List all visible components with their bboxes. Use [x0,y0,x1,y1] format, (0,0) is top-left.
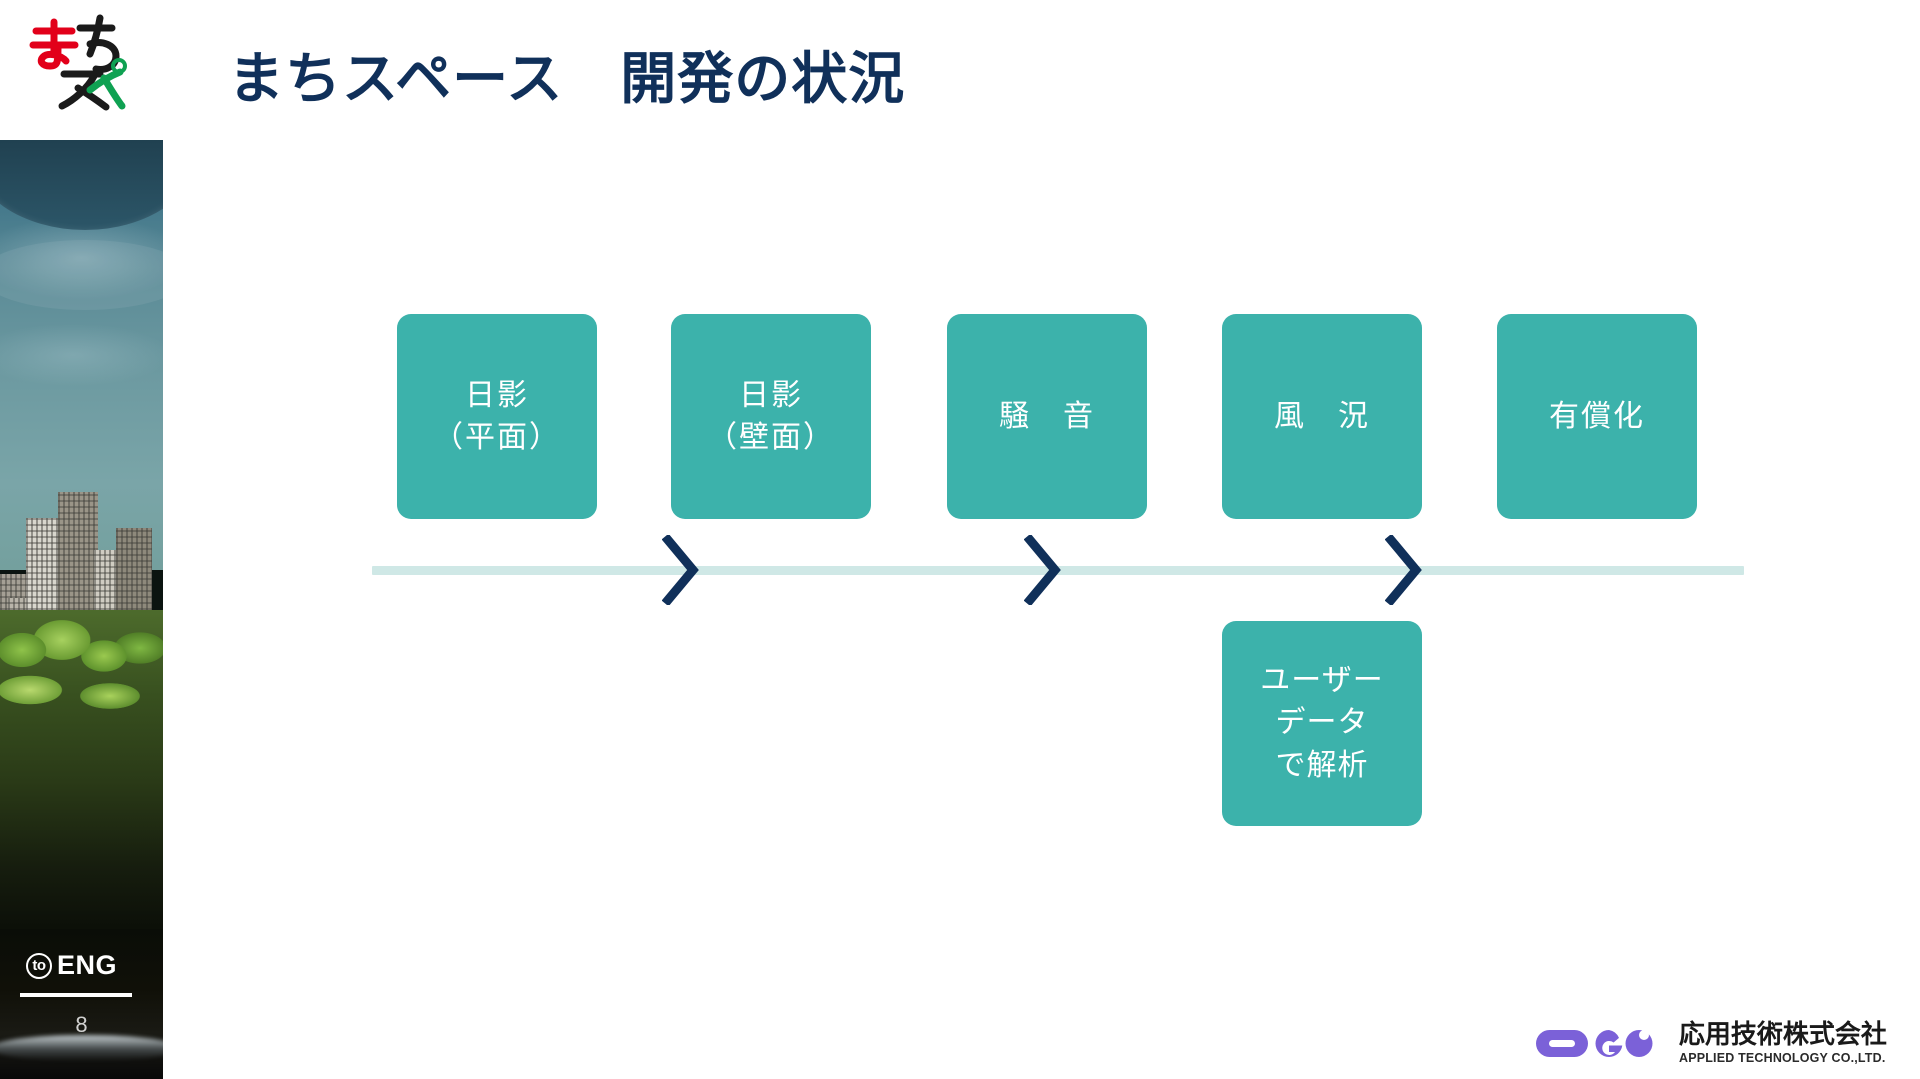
company-logo: 応用技術株式会社 APPLIED TECHNOLOGY CO.,LTD. [1535,1018,1894,1065]
eng-underline-rule [20,993,132,997]
chevron-right-icon [662,535,700,605]
to-circle-icon: to [26,952,52,979]
timeline-box-souon: 騒 音 [947,314,1147,519]
photo-foliage [0,610,163,940]
photo-foreground [0,929,163,1079]
timeline-box-user-data-analysis: ユーザー データ で解析 [1222,621,1422,826]
timeline-box-fuukyou: 風 況 [1222,314,1422,519]
sidebar-photo-strip [0,140,163,1079]
company-name-block: 応用技術株式会社 APPLIED TECHNOLOGY CO.,LTD. [1678,1018,1894,1065]
timeline-box-yuushouka: 有償化 [1497,314,1697,519]
to-eng-label: ENG [57,950,118,980]
company-name-en: APPLIED TECHNOLOGY CO.,LTD. [1678,1050,1886,1065]
timeline-box-hikage-heimen: 日影 （平面） [397,314,597,519]
timeline-box-hikage-hekimen: 日影 （壁面） [671,314,871,519]
chevron-right-icon [1385,535,1423,605]
company-name-jp: 応用技術株式会社 [1678,1018,1887,1049]
applied-technology-mark-icon [1535,1029,1653,1057]
page-number: 8 [75,1012,88,1037]
machispe-logo-svg [29,14,127,111]
page-title: まちスペース 開発の状況 [228,47,906,110]
chevron-right-icon [1024,535,1062,605]
to-eng-button[interactable]: to ENG [26,950,117,981]
machispe-logo [28,14,136,112]
